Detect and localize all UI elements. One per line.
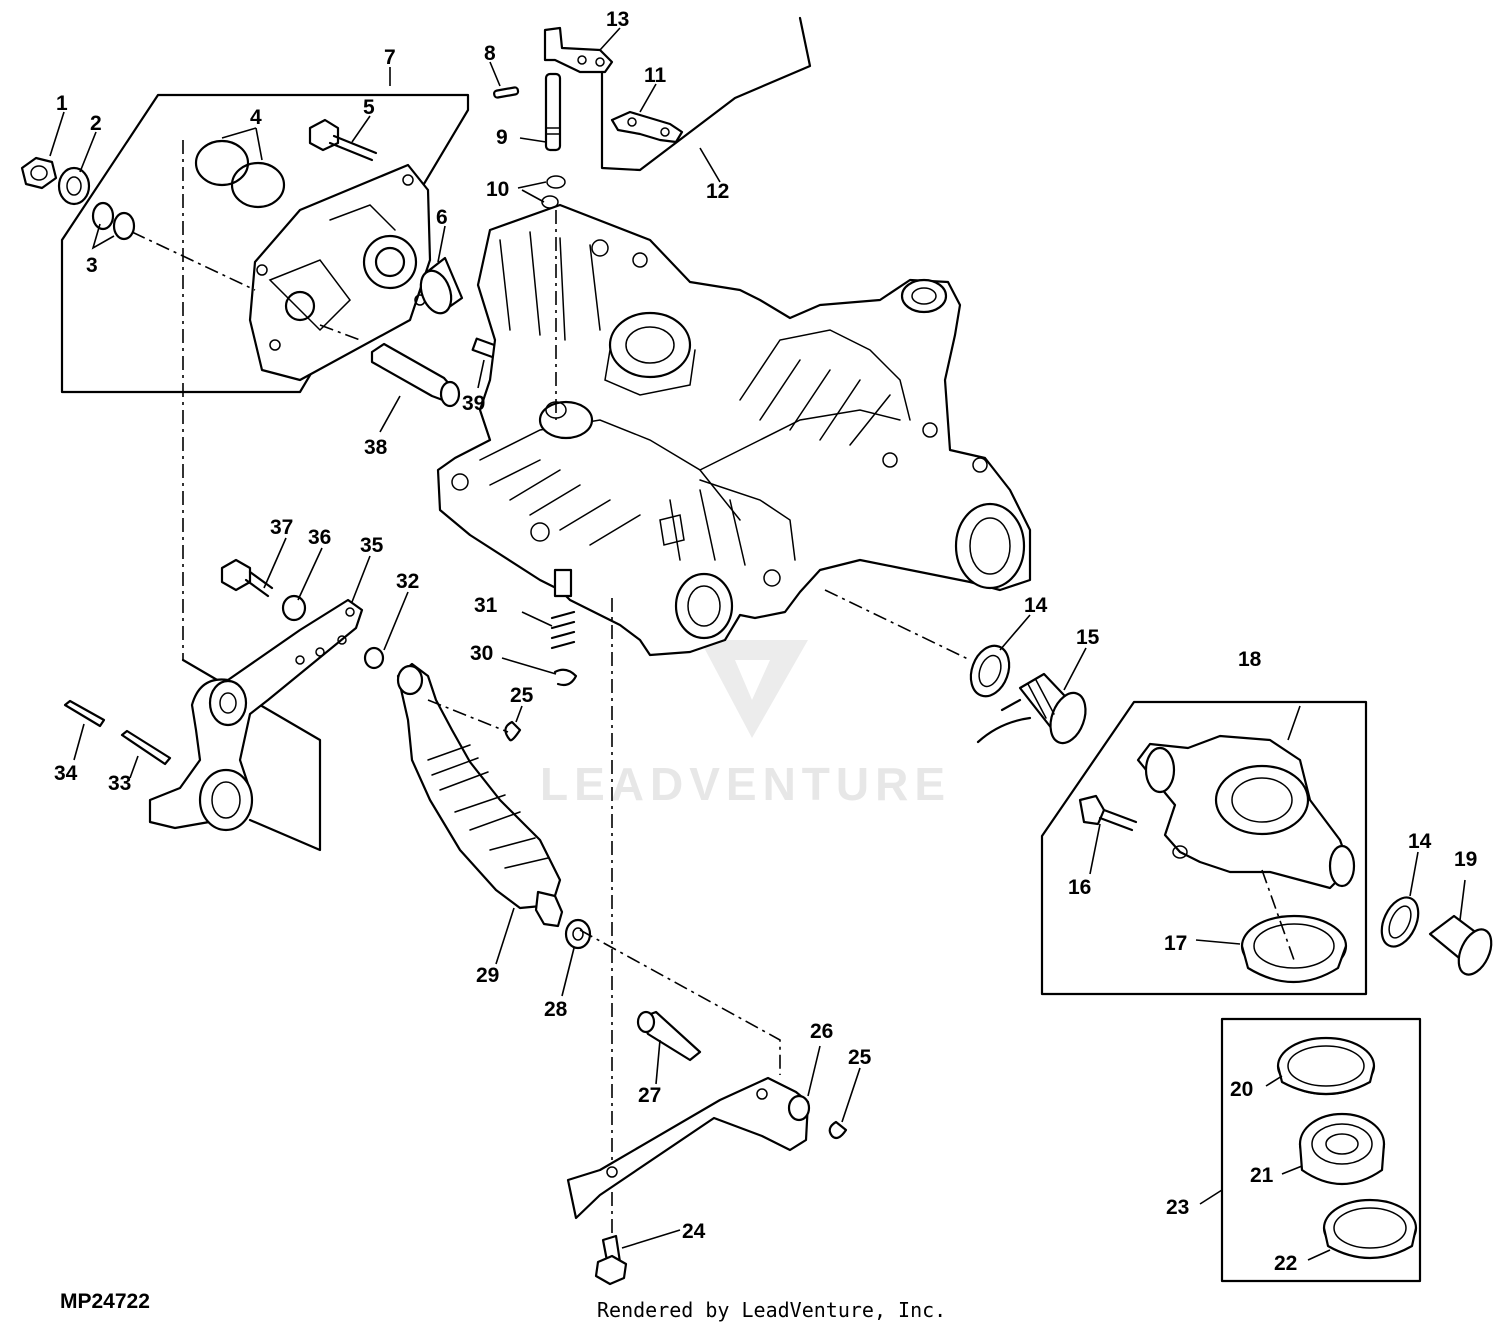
callout-36: 36 (308, 526, 331, 549)
callout-26: 26 (810, 1020, 833, 1043)
callout-20: 20 (1230, 1078, 1253, 1101)
callout-32: 32 (396, 570, 419, 593)
callout-29: 29 (476, 964, 499, 987)
callout-15: 15 (1076, 626, 1100, 649)
callout-11: 11 (644, 64, 667, 87)
render-credit: Rendered by LeadVenture, Inc. (597, 1298, 947, 1322)
callout-28: 28 (544, 998, 568, 1021)
callout-37: 37 (270, 516, 293, 539)
transaxle-housing (436, 203, 1032, 657)
callout-9: 9 (496, 126, 508, 149)
callout-19: 19 (1454, 848, 1477, 871)
callout-12: 12 (706, 180, 729, 203)
bearing-kit-group (1220, 1017, 1422, 1283)
callout-14b: 14 (1408, 830, 1432, 853)
center-plate-group (60, 93, 499, 408)
callout-5: 5 (363, 96, 375, 119)
callout-2: 2 (90, 112, 102, 135)
callout-7: 7 (384, 46, 396, 69)
spring-and-clip (550, 598, 613, 1250)
shock-absorber (396, 662, 592, 950)
nut-and-washer (20, 156, 91, 206)
callout-24: 24 (682, 1220, 706, 1243)
callout-25b: 25 (848, 1046, 872, 1069)
control-linkage (493, 16, 812, 420)
figure-code: MP24722 (60, 1290, 150, 1313)
brake-lever-assembly (566, 929, 848, 1286)
callout-33: 33 (108, 772, 131, 795)
callout-1: 1 (56, 92, 68, 115)
callout-38: 38 (364, 436, 388, 459)
callout-39: 39 (462, 392, 485, 415)
callout-16: 16 (1068, 876, 1091, 899)
callout-17: 17 (1164, 932, 1187, 955)
watermark-text: LEADVENTURE (540, 758, 951, 810)
callout-13: 13 (606, 8, 629, 31)
callout-3: 3 (86, 254, 98, 277)
callout-22: 22 (1274, 1252, 1297, 1275)
callout-8: 8 (484, 42, 496, 65)
callout-4: 4 (250, 106, 262, 129)
leader-lines (49, 27, 1466, 1261)
callout-6: 6 (436, 206, 448, 229)
callout-14a: 14 (1024, 594, 1048, 617)
callout-31: 31 (474, 594, 498, 617)
callout-30: 30 (470, 642, 493, 665)
watermark: LEADVENTURE (540, 640, 951, 810)
callout-23: 23 (1166, 1196, 1189, 1219)
axle-housing-group (1040, 700, 1368, 996)
callout-35: 35 (360, 534, 384, 557)
control-arm-assembly (63, 140, 385, 852)
callout-27: 27 (638, 1084, 661, 1107)
callout-labels: 1 2 3 4 5 6 7 8 9 10 11 12 13 14 14 15 1… (54, 8, 1477, 1275)
callout-21: 21 (1250, 1164, 1274, 1187)
callout-34: 34 (54, 762, 78, 785)
callout-10: 10 (486, 178, 509, 201)
axle-seals (824, 589, 1087, 745)
callout-25a: 25 (510, 684, 534, 707)
right-seal-and-bushing (1380, 896, 1493, 976)
callout-18: 18 (1238, 648, 1262, 671)
